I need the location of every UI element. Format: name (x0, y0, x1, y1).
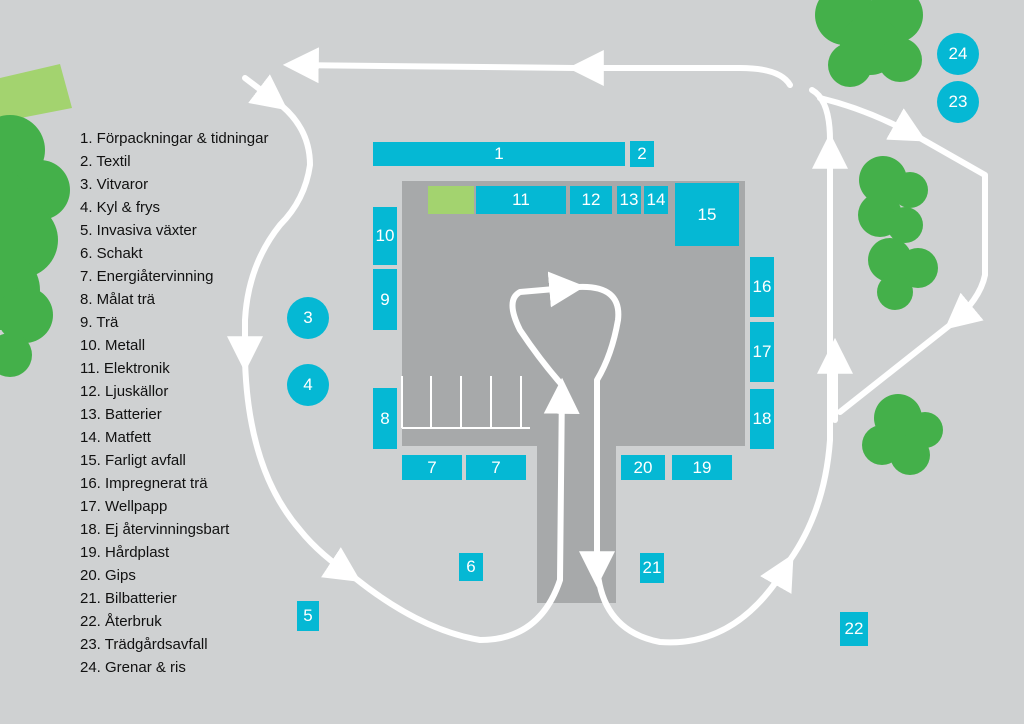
station-12[interactable]: 12 (570, 186, 612, 214)
station-17[interactable]: 17 (750, 322, 774, 382)
station-1[interactable]: 1 (373, 142, 625, 166)
station-19[interactable]: 19 (672, 455, 732, 480)
legend-item: 13. Batterier (80, 406, 162, 423)
legend-item: 8. Målat trä (80, 291, 156, 308)
tree-group-top-right (815, 0, 923, 87)
roads (227, 47, 988, 646)
station-7b[interactable]: 7 (466, 455, 526, 480)
green-zone (428, 186, 474, 214)
station-20[interactable]: 20 (621, 455, 665, 480)
legend-item: 19. Hårdplast (80, 544, 170, 561)
station-6[interactable]: 6 (459, 553, 483, 581)
tree-group-right (858, 156, 938, 310)
tree-group-right-lower (862, 394, 943, 475)
station-3[interactable]: 3 (287, 297, 329, 339)
station-16[interactable]: 16 (750, 257, 774, 317)
legend-item: 2. Textil (80, 153, 131, 170)
station-15[interactable]: 15 (675, 183, 739, 246)
grass-area (0, 64, 72, 122)
station-7a[interactable]: 7 (402, 455, 462, 480)
legend-item: 23. Trädgårdsavfall (80, 636, 208, 653)
legend-item: 24. Grenar & ris (80, 659, 186, 676)
tree-group-left (0, 115, 70, 377)
legend-item: 15. Farligt avfall (80, 452, 186, 469)
station-21[interactable]: 21 (640, 553, 664, 583)
station-22[interactable]: 22 (840, 612, 868, 646)
legend-item: 3. Vitvaror (80, 176, 149, 193)
legend-item: 22. Återbruk (80, 613, 162, 630)
legend-item: 6. Schakt (80, 245, 143, 262)
legend-item: 12. Ljuskällor (80, 383, 169, 400)
legend-item: 21. Bilbatterier (80, 590, 177, 607)
station-13[interactable]: 13 (617, 186, 641, 214)
station-10[interactable]: 10 (373, 207, 397, 265)
station-4[interactable]: 4 (287, 364, 329, 406)
legend-item: 10. Metall (80, 337, 146, 354)
legend-item: 7. Energiåtervinning (80, 268, 214, 285)
legend-item: 11. Elektronik (80, 360, 170, 377)
station-18[interactable]: 18 (750, 389, 774, 449)
station-23[interactable]: 23 (937, 81, 979, 123)
parking-lines (401, 376, 530, 429)
legend-item: 9. Trä (80, 314, 119, 331)
station-2[interactable]: 2 (630, 141, 654, 167)
station-9[interactable]: 9 (373, 269, 397, 330)
legend-item: 17. Wellpapp (80, 498, 168, 515)
legend-item: 4. Kyl & frys (80, 199, 161, 216)
station-14[interactable]: 14 (644, 186, 668, 214)
legend-item: 1. Förpackningar & tidningar (80, 130, 269, 147)
station-24[interactable]: 24 (937, 33, 979, 75)
legend-item: 14. Matfett (80, 429, 151, 446)
legend: 1. Förpackningar & tidningar 2. Textil 3… (80, 127, 268, 679)
legend-item: 18. Ej återvinningsbart (80, 521, 230, 538)
legend-item: 5. Invasiva växter (80, 222, 197, 239)
station-8[interactable]: 8 (373, 388, 397, 449)
station-11[interactable]: 11 (476, 186, 566, 214)
station-5[interactable]: 5 (297, 601, 319, 631)
legend-item: 20. Gips (80, 567, 136, 584)
legend-item: 16. Impregnerat trä (80, 475, 208, 492)
